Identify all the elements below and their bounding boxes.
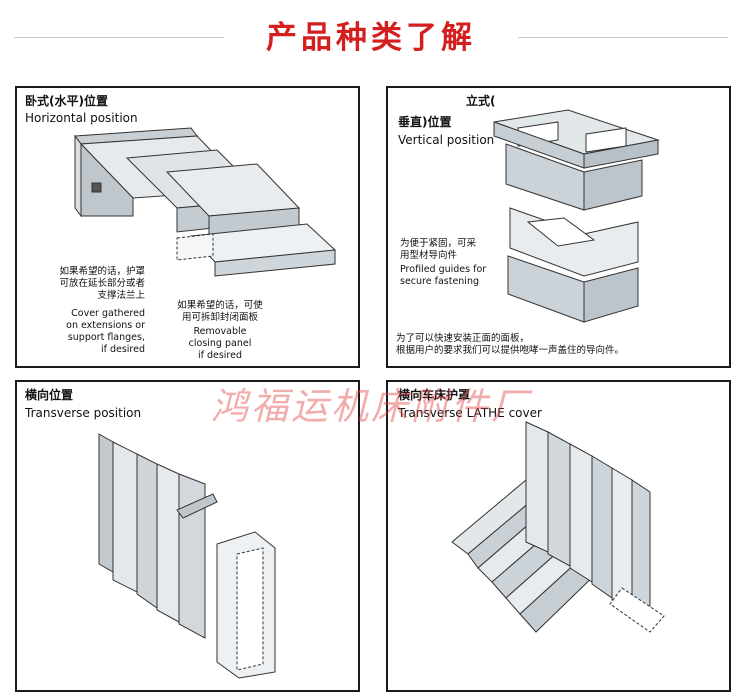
horizontal-note2-cn: 如果希望的话，可使 用可拆卸封闭面板	[177, 300, 263, 323]
panel-transverse-position: 横向位置 Transverse position	[15, 380, 360, 692]
vertical-title-cn-2: 垂直)位置	[398, 115, 452, 129]
horizontal-note1-en: Cover gathered on extensions or support …	[66, 308, 145, 355]
horizontal-note1-cn: 如果希望的话，护罩 可放在延长部分或者 支撑法兰上	[59, 266, 145, 301]
lathe-title-en: Transverse LATHE cover	[398, 406, 542, 420]
panel-vertical-position: 立式( 垂直)位置 Vertical position 为便于紧固，可采 用型材…	[386, 86, 731, 368]
transverse-title-en: Transverse position	[25, 406, 142, 420]
vertical-bottom-note: 为了可以快速安装正面的面板， 根据用户的要求我们可以提供咆哮一声盖住的导向件。	[396, 333, 625, 356]
panel-horizontal-position: 卧式(水平)位置 Horizontal position 如果希望的话，护罩 可…	[15, 86, 360, 368]
vertical-way-cover-icon	[493, 109, 660, 323]
page-title: 产品种类了解	[266, 20, 476, 56]
vertical-note-cn: 为便于紧固，可采 用型材导向件	[400, 238, 477, 261]
vertical-note-en: Profiled guides for secure fastening	[400, 264, 487, 287]
horizontal-way-cover-icon	[74, 127, 337, 277]
horizontal-note2-en: Removable closing panel if desired	[188, 326, 252, 361]
transverse-way-cover-icon	[98, 433, 276, 679]
vertical-title-cn-1: 立式(	[466, 94, 496, 108]
header-rule-left	[14, 37, 224, 38]
panel-transverse-lathe-cover: 横向车床护罩 Transverse LATHE cover	[386, 380, 731, 692]
horizontal-title-en: Horizontal position	[25, 111, 138, 125]
vertical-title-en: Vertical position	[398, 133, 495, 147]
lathe-title-cn: 横向车床护罩	[398, 388, 471, 402]
transverse-title-cn: 横向位置	[25, 388, 74, 402]
horizontal-title-cn: 卧式(水平)位置	[25, 94, 108, 108]
lathe-cover-icon	[451, 421, 665, 633]
header-rule-right	[518, 37, 728, 38]
